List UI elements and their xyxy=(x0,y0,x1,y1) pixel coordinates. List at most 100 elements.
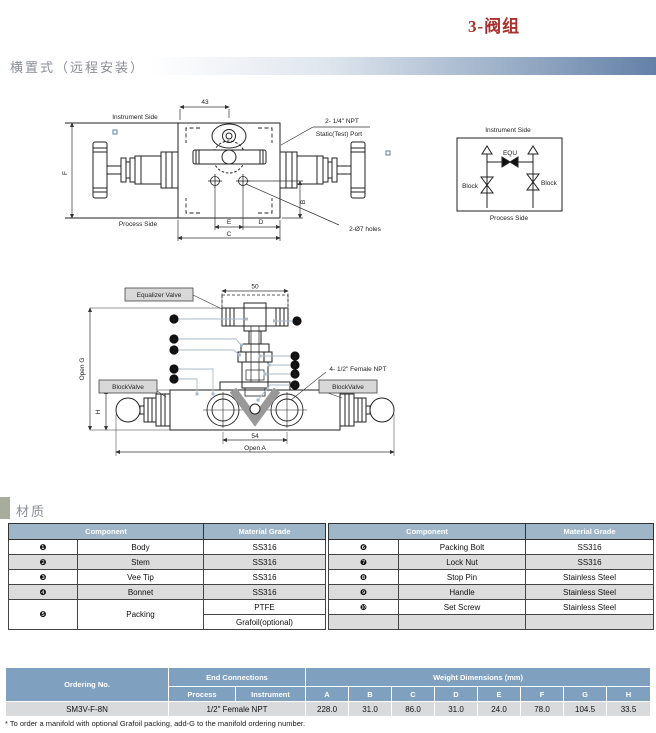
mounting-holes xyxy=(208,174,250,188)
dim-header: C xyxy=(391,686,436,702)
block-valve-symbol-left xyxy=(480,176,494,194)
top-view-drawing: Instrument Side Process Side 43 F 2- 1/4… xyxy=(62,99,391,241)
process-header: Process xyxy=(168,686,236,702)
section-header-label: 横置式（远程安装） xyxy=(10,60,146,75)
svg-text:2: 2 xyxy=(293,354,296,360)
flow-schematic: Instrument Side Process Side EQU Block B… xyxy=(456,127,563,222)
block-valve-label-right: BlockValve xyxy=(332,384,364,391)
front-view-drawing: 9 6 7 1 8 10 2 4 5 3 Equalizer Valve Blo… xyxy=(79,284,395,456)
arrow-up-left xyxy=(481,145,493,155)
dim-header: A xyxy=(305,686,350,702)
instrument-header: Instrument xyxy=(234,686,307,702)
dim-header: B xyxy=(348,686,393,702)
center-valve-stack xyxy=(237,326,273,397)
svg-text:6: 6 xyxy=(172,337,175,343)
block-valve-label-box-left xyxy=(98,379,158,394)
page-title: 3-阀组 xyxy=(468,17,521,36)
equalizer-valve-symbol xyxy=(501,156,519,168)
block-valve-stack xyxy=(139,393,171,427)
equalizer-valve-assembly xyxy=(221,294,289,345)
block-valve-label-left: BlockValve xyxy=(112,384,144,391)
schematic-process-side: Process Side xyxy=(490,215,529,222)
seat-cup xyxy=(229,387,281,427)
dim-header: G xyxy=(563,686,608,702)
handle-ball-left xyxy=(115,397,141,423)
dim-header: F xyxy=(520,686,565,702)
materials-col-component: Component xyxy=(327,523,527,540)
ordering-row: SM3V-F-8N 1/2" Female NPT 228.0 31.0 86.… xyxy=(5,701,652,717)
female-npt-label: 4- 1/2" Female NPT xyxy=(329,366,386,373)
svg-text:5: 5 xyxy=(293,372,296,378)
svg-text:10: 10 xyxy=(294,319,300,325)
svg-text:4: 4 xyxy=(293,363,296,369)
equalizer-valve-label: Equalizer Valve xyxy=(137,292,182,299)
equ-label: EQU xyxy=(503,150,517,157)
callout-markers: 9 6 7 1 8 10 2 4 5 3 xyxy=(169,314,302,390)
materials-section-title: 材质 xyxy=(16,504,47,519)
svg-text:8: 8 xyxy=(172,377,175,383)
block-valve-label-box-right xyxy=(318,379,378,394)
block-valve-symbol-right xyxy=(526,173,540,191)
marker-square-left xyxy=(112,129,118,135)
side-valve xyxy=(92,141,179,199)
instrument-side-label: Instrument Side xyxy=(112,114,158,121)
footnote: * To order a manifold with optional Graf… xyxy=(5,719,306,728)
dim-d: D xyxy=(259,219,264,226)
weight-dimensions-header: Weight Dimensions (mm) xyxy=(305,667,652,687)
materials-col-component: Component xyxy=(7,523,205,540)
dim-h: H xyxy=(95,409,102,414)
holes-label: 2-Ø7 holes xyxy=(349,226,382,233)
schematic-instrument-side: Instrument Side xyxy=(485,127,531,134)
svg-text:3: 3 xyxy=(293,383,296,389)
dim-f: F xyxy=(62,171,69,175)
port-flanges xyxy=(203,392,307,428)
ordering-no-value: SM3V-F-8N xyxy=(5,701,169,717)
open-g-label: Open G xyxy=(79,358,86,381)
svg-text:9: 9 xyxy=(172,317,175,323)
dim-43: 43 xyxy=(201,99,209,106)
process-side-label: Process Side xyxy=(119,221,158,228)
table-row-empty xyxy=(328,614,655,630)
ordering-table: Ordering No. End Connections Weight Dime… xyxy=(5,667,652,717)
svg-text:7: 7 xyxy=(172,348,175,354)
dim-header: H xyxy=(606,686,652,702)
materials-section-marker xyxy=(0,497,10,519)
dim-header: D xyxy=(434,686,479,702)
equalizer-valve-label-box xyxy=(124,287,194,302)
end-connection-value: 1/2" Female NPT xyxy=(167,701,307,717)
dim-54: 54 xyxy=(251,433,259,440)
arrow-up-right xyxy=(527,145,539,155)
ordering-no-header: Ordering No. xyxy=(5,667,169,702)
dim-50: 50 xyxy=(251,284,259,291)
open-a-label: Open A xyxy=(244,445,266,452)
handle-ball-right xyxy=(369,397,395,423)
materials-col-grade: Material Grade xyxy=(525,523,655,540)
section-header-gradient-bar xyxy=(150,57,656,75)
mounting-lug xyxy=(211,123,247,149)
dim-b: B xyxy=(300,200,307,204)
marker-square-right xyxy=(385,150,391,156)
materials-col-grade: Material Grade xyxy=(203,523,327,540)
end-connections-header: End Connections xyxy=(167,667,307,687)
npt-port-label-2: Static(Test) Port xyxy=(316,131,362,138)
dim-c: C xyxy=(227,231,232,238)
npt-port-label-1: 2- 1/4" NPT xyxy=(325,118,359,125)
table-row: Grafoil(optional) xyxy=(9,614,327,630)
dim-e: E xyxy=(227,219,232,226)
block-label-right: Block xyxy=(541,180,558,187)
schematic-box xyxy=(456,137,563,212)
block-label-left: Block xyxy=(462,183,479,190)
svg-text:1: 1 xyxy=(172,367,175,373)
